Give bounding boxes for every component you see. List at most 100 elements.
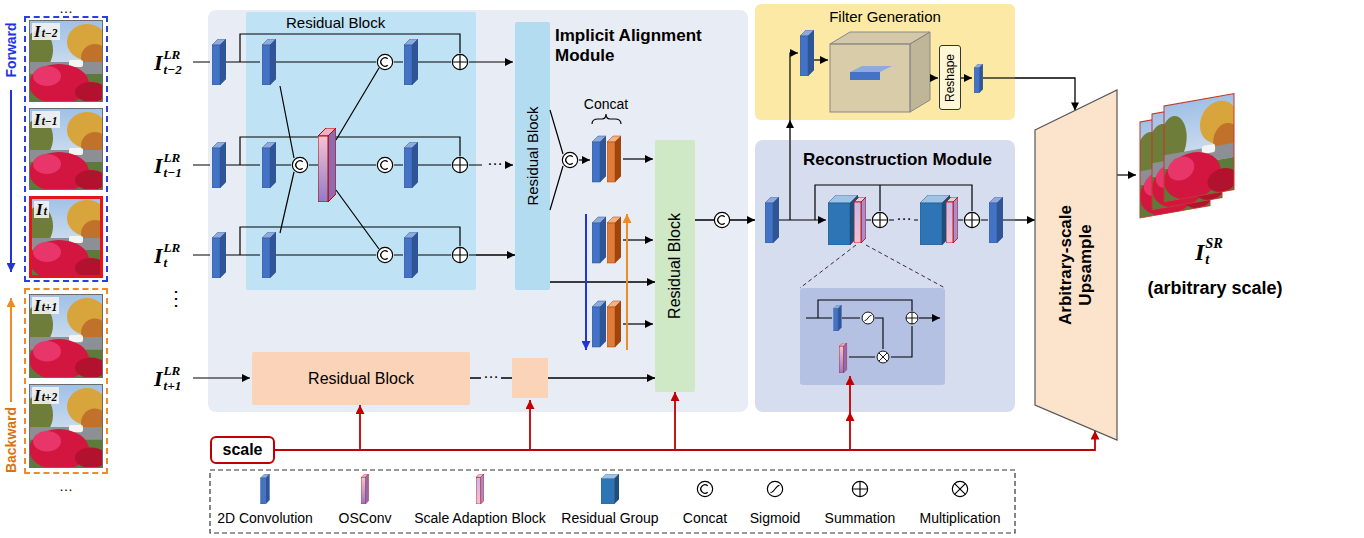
direction-arrows: [10, 90, 12, 272]
math-symbol: I: [36, 201, 43, 218]
video-frame: It+2: [29, 384, 103, 468]
math-subscript: t+1: [42, 302, 58, 314]
block-title: Reshape: [943, 53, 957, 101]
math-subscript: t−1: [42, 116, 58, 128]
alignment-blocks: [212, 232, 226, 278]
scale-branches: [849, 376, 851, 412]
reconstruction-parts: [839, 343, 846, 373]
ellipsis: …: [487, 150, 503, 169]
legend-label: Multiplication: [920, 510, 1001, 527]
reconstruction-parts: [779, 219, 826, 220]
output-frames: [1164, 94, 1234, 202]
math-subscript: t−2: [42, 28, 58, 40]
flow-arrow: [550, 281, 655, 282]
reconstruction-parts: [854, 197, 866, 243]
math-subscript: t: [44, 206, 47, 218]
reconstruction-parts: [765, 197, 779, 243]
math-superscript: LR: [164, 48, 182, 63]
residual-block-fill: [246, 12, 476, 290]
filter-generation-parts: [830, 44, 910, 112]
legend-frame: [260, 474, 269, 504]
reconstruction-parts: [765, 140, 1015, 385]
module-title: Reconstruction Module: [803, 150, 992, 170]
residual-block-fill: [515, 22, 550, 290]
math-subscript: t−1: [164, 166, 182, 181]
math-symbol: I: [34, 297, 41, 314]
video-frame: It: [29, 196, 103, 278]
alignment-blocks: [377, 247, 392, 262]
alignment-wires: [193, 34, 653, 378]
direction-heading: Backward: [3, 407, 20, 473]
alignment-blocks: [318, 128, 336, 202]
upsample-trapezoid: Arbitrary-scale Upsample: [1035, 90, 1117, 440]
backward-window: It+1It+2Backward: [24, 288, 108, 474]
frame-label: It−2: [32, 23, 60, 40]
ellipsis: …: [59, 0, 73, 17]
alignment-blocks: [404, 232, 418, 278]
input-frame-photos: [25, 108, 109, 192]
scale-branches: [529, 400, 531, 450]
alignment-blocks: [404, 142, 418, 188]
math-symbol: I: [34, 23, 41, 40]
reconstruction-parts: [800, 245, 945, 288]
alignment-blocks: [262, 39, 276, 85]
video-frame: It−2: [29, 20, 103, 102]
legend-frame: [601, 474, 619, 504]
ellipsis: …: [59, 478, 73, 495]
filter-generation-parts: [974, 64, 983, 93]
input-frame-photos: [25, 384, 109, 470]
alignment-blocks: [512, 358, 548, 398]
alignment-wires: [193, 137, 482, 165]
ellipsis: ⋮: [166, 286, 186, 310]
alignment-wires: [280, 68, 379, 249]
math-subscript: t+1: [164, 379, 182, 394]
math-superscript: LR: [164, 241, 181, 256]
direction-arrows: [10, 298, 12, 402]
output-frames: [1160, 93, 1239, 205]
alignment-wires: [550, 110, 563, 210]
math-symbol: I: [1195, 240, 1204, 264]
input-label: ILRt: [154, 241, 180, 270]
math-scripts: SRt: [1205, 236, 1223, 268]
legend-frame: [361, 474, 368, 504]
frame-label: It: [34, 201, 49, 218]
module-panel-fill: [755, 4, 1015, 120]
alignment-blocks: [262, 232, 276, 278]
legend-label: Concat: [683, 510, 727, 527]
module-panel: Residual BlockResidual BlockResidual Blo…: [208, 10, 748, 412]
module-panel: ReshapeFilter Generation: [755, 4, 1015, 120]
scale-label: scale: [222, 440, 262, 459]
math-symbol: I: [154, 245, 163, 267]
reconstruction-parts: [877, 351, 889, 363]
alignment-blocks: [292, 157, 307, 172]
math-superscript: SR: [1205, 236, 1223, 252]
reconstruction-parts: [919, 317, 940, 318]
input-frame-photos: [25, 20, 109, 470]
alignment-wires: [469, 61, 513, 62]
video-frame: It+1: [29, 294, 103, 378]
legend-frame: [952, 481, 967, 496]
module-panel-fill: [208, 10, 748, 412]
scale-connector: [275, 405, 360, 450]
module-panel-fill: [755, 140, 1015, 412]
filter-generation-parts: [850, 66, 892, 72]
flow-arrow: [1015, 78, 1075, 110]
legend-label: 2D Convolution: [217, 510, 313, 527]
filter-generation-parts: [983, 77, 1015, 78]
output-note: (arbitrary scale): [1147, 278, 1282, 300]
residual-block: Residual Block: [252, 352, 470, 405]
alignment-blocks: [212, 39, 226, 85]
residual-block: Residual Block: [515, 22, 550, 290]
reconstruction-parts: [946, 197, 958, 243]
alignment-wires: [193, 34, 460, 62]
math-subscript: t: [164, 256, 181, 271]
alignment-blocks: [452, 247, 467, 262]
frame-label: It+1: [32, 297, 59, 314]
flow-arrow: [1015, 219, 1035, 220]
connectors: [275, 78, 1095, 450]
math-scripts: LRt: [164, 241, 181, 270]
alignment-wires: [193, 227, 476, 255]
alignment-blocks: [592, 136, 606, 182]
filter-generation-parts: [814, 59, 828, 60]
